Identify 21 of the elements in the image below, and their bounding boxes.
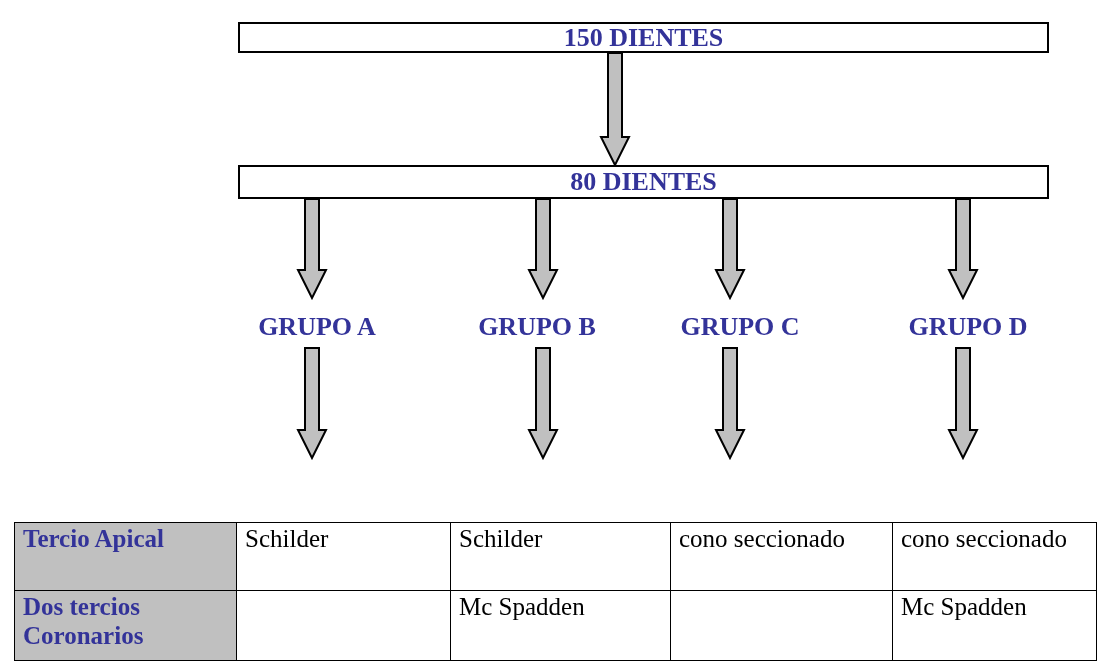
- group-label: GRUPO C: [680, 312, 800, 342]
- block-arrow: [296, 347, 328, 461]
- block-arrow: [714, 198, 746, 301]
- process-box: [238, 165, 1049, 199]
- group-label: GRUPO A: [258, 312, 376, 342]
- block-arrow: [527, 198, 559, 301]
- block-arrow: [714, 347, 746, 461]
- block-arrow: [947, 198, 979, 301]
- group-label: GRUPO B: [478, 312, 596, 342]
- box-label: 150 DIENTES: [563, 22, 724, 53]
- process-box: [238, 22, 1049, 53]
- group-label: GRUPO D: [908, 312, 1028, 342]
- row-header-cell: Dos tercios Coronarios: [14, 590, 237, 661]
- block-arrow: [527, 347, 559, 461]
- block-arrow: [947, 347, 979, 461]
- box-label: 80 DIENTES: [570, 167, 717, 197]
- table-cell: Mc Spadden: [892, 590, 1097, 661]
- table-cell: cono seccionado: [892, 522, 1097, 591]
- row-header-cell: Tercio Apical: [14, 522, 237, 591]
- block-arrow: [599, 52, 631, 168]
- block-arrow: [296, 198, 328, 301]
